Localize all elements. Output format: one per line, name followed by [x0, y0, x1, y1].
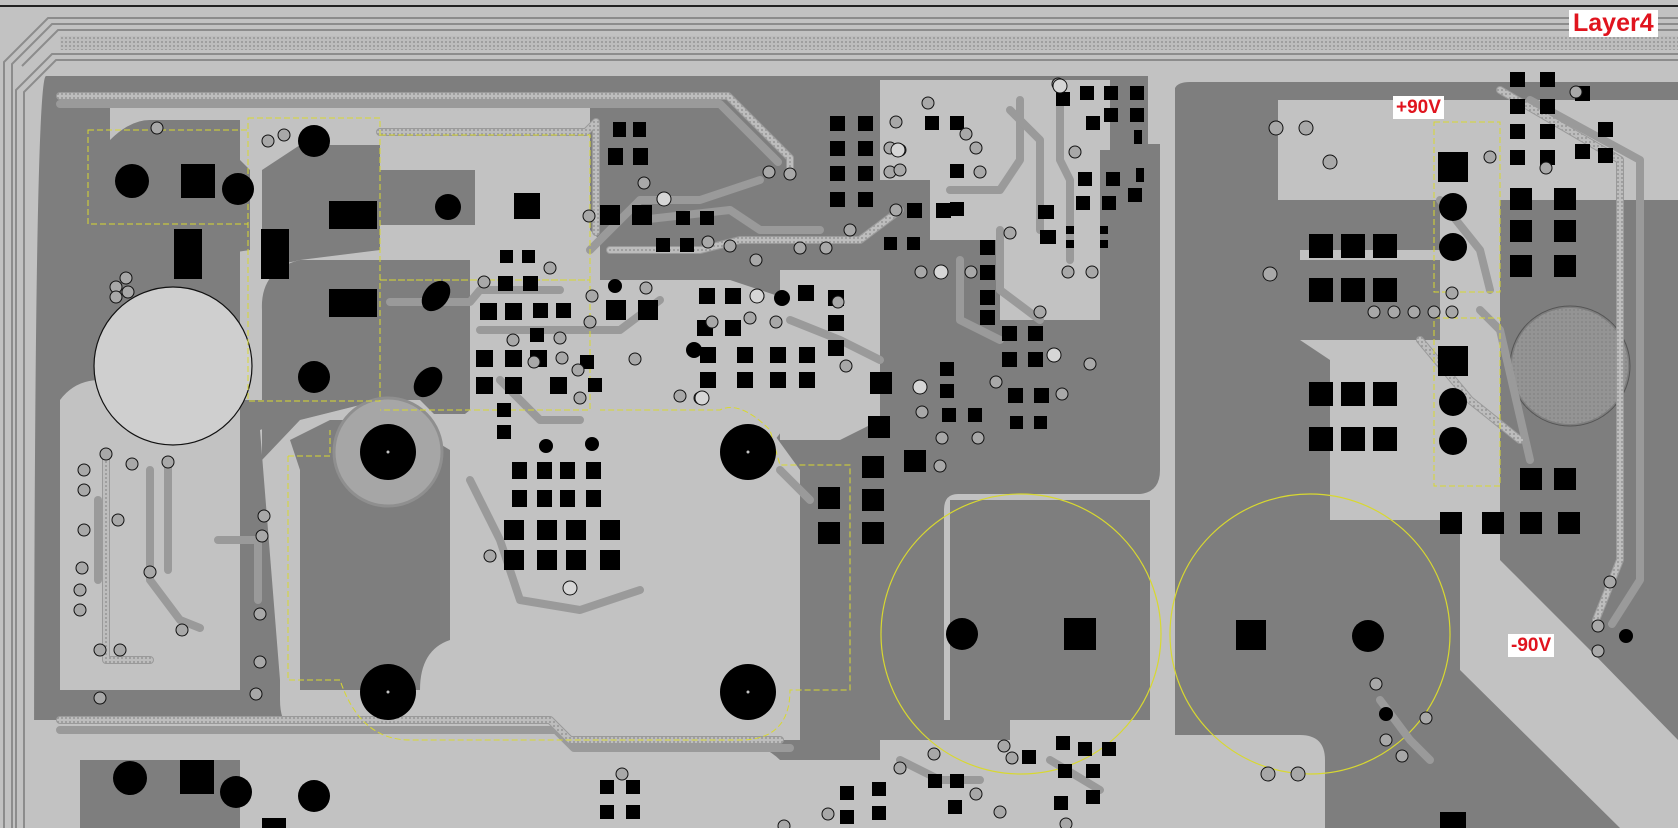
edge-hatch-band [60, 36, 1678, 50]
net-label-negative-rail: -90V [1508, 634, 1555, 657]
capacitor-outlines [93, 286, 1631, 775]
small-round-pads [539, 279, 1633, 721]
pad-holes [386, 450, 750, 694]
smd-pads [262, 72, 1613, 828]
open-vias [562, 78, 1068, 596]
edge-traces [3, 17, 1678, 828]
layer-name-label: Layer4 [1569, 10, 1658, 37]
oval-pads [413, 280, 451, 398]
net-label-positive-rail: +90V [1393, 96, 1444, 119]
